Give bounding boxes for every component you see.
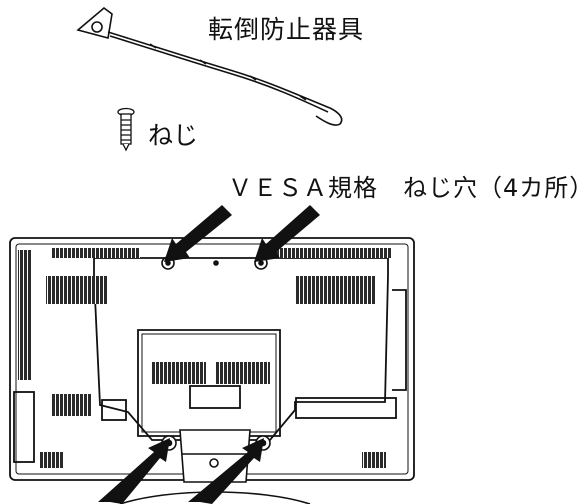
vent-grilles [18, 248, 392, 468]
anti-topple-device-label: 転倒防止器具 [208, 15, 365, 44]
anti-topple-device-illustration [76, 6, 343, 126]
screw-illustration [117, 107, 135, 152]
vesa-screw-holes-label: ＶＥＳＡ規格 ねじ穴（4カ所） [228, 174, 588, 202]
pointer-arrows [98, 205, 320, 504]
screw-label: ねじ [148, 121, 199, 150]
